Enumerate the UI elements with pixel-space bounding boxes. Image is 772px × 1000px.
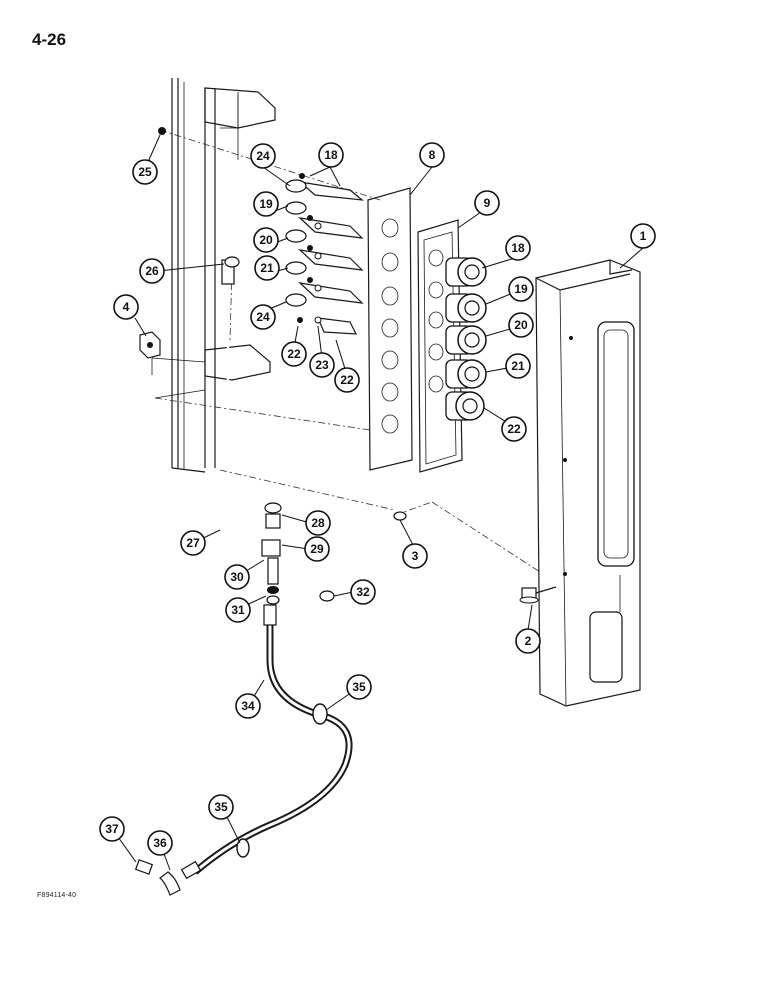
callout-label: 8 bbox=[429, 148, 436, 162]
callout-label: 32 bbox=[356, 585, 370, 599]
callout-22-left: 22 bbox=[281, 341, 307, 367]
callout-label: 26 bbox=[145, 264, 159, 278]
callout-21-right: 21 bbox=[505, 353, 531, 379]
callout-30: 30 bbox=[224, 564, 250, 590]
callout-label: 18 bbox=[324, 148, 338, 162]
frame-upright bbox=[151, 78, 276, 473]
nut-25 bbox=[158, 127, 166, 135]
lower-hose bbox=[134, 604, 353, 896]
callout-label: 22 bbox=[340, 373, 354, 387]
page-number: 4-26 bbox=[32, 30, 67, 49]
callout-label: 22 bbox=[507, 422, 521, 436]
callout-35-lower: 35 bbox=[208, 794, 234, 820]
callout-label: 35 bbox=[214, 800, 228, 814]
callout-label: 28 bbox=[311, 516, 325, 530]
callout-label: 22 bbox=[287, 347, 301, 361]
callout-label: 19 bbox=[514, 282, 528, 296]
callout-25: 25 bbox=[132, 159, 158, 185]
callout-21-left: 21 bbox=[254, 255, 280, 281]
callout-label: 25 bbox=[138, 165, 152, 179]
callout-label: 1 bbox=[640, 229, 647, 243]
callout-18-right: 18 bbox=[505, 235, 531, 261]
callout-27: 27 bbox=[180, 530, 206, 556]
mounting-brackets bbox=[298, 181, 364, 335]
callout-2: 2 bbox=[515, 628, 541, 654]
callout-label: 18 bbox=[511, 241, 525, 255]
callout-20-right: 20 bbox=[508, 312, 534, 338]
callout-label: 3 bbox=[412, 549, 419, 563]
callout-label: 34 bbox=[241, 699, 255, 713]
callout-19-right: 19 bbox=[508, 276, 534, 302]
left-couplers bbox=[285, 173, 322, 324]
callout-label: 21 bbox=[260, 261, 274, 275]
callout-23: 23 bbox=[309, 352, 335, 378]
callout-label: 36 bbox=[153, 836, 167, 850]
callout-24-bottom: 24 bbox=[250, 304, 276, 330]
callout-24-top: 24 bbox=[250, 143, 276, 169]
callout-22-right: 22 bbox=[501, 416, 527, 442]
callout-31: 31 bbox=[225, 597, 251, 623]
callout-18-top: 18 bbox=[318, 142, 344, 168]
callout-1: 1 bbox=[630, 223, 656, 249]
quick-couplers bbox=[445, 257, 487, 421]
callout-label: 19 bbox=[259, 197, 273, 211]
callout-26: 26 bbox=[139, 258, 165, 284]
callout-label: 24 bbox=[256, 149, 270, 163]
callout-label: 35 bbox=[352, 680, 366, 694]
callout-label: 23 bbox=[315, 358, 329, 372]
leader-lines bbox=[112, 134, 644, 871]
callout-label: 37 bbox=[105, 822, 119, 836]
callout-22-mid: 22 bbox=[334, 367, 360, 393]
callout-label: 29 bbox=[310, 542, 324, 556]
callout-9: 9 bbox=[474, 190, 500, 216]
figure-code: F894114-40 bbox=[37, 892, 77, 899]
panel-9 bbox=[417, 219, 463, 473]
callout-37: 37 bbox=[99, 816, 125, 842]
callout-label: 30 bbox=[230, 570, 244, 584]
callout-34: 34 bbox=[235, 693, 261, 719]
panel-8 bbox=[367, 187, 413, 471]
callout-label: 31 bbox=[231, 603, 245, 617]
fitting-stack bbox=[261, 502, 407, 605]
callout-35-upper: 35 bbox=[346, 674, 372, 700]
callout-36: 36 bbox=[147, 830, 173, 856]
callout-label: 4 bbox=[123, 300, 130, 314]
callout-label: 20 bbox=[514, 318, 528, 332]
callout-20-left: 20 bbox=[253, 227, 279, 253]
bolt-2 bbox=[519, 586, 557, 604]
callout-29: 29 bbox=[304, 536, 330, 562]
callout-label: 21 bbox=[511, 359, 525, 373]
callout-28: 28 bbox=[305, 510, 331, 536]
cover-1 bbox=[535, 259, 641, 707]
callout-label: 20 bbox=[259, 233, 273, 247]
callout-3: 3 bbox=[402, 543, 428, 569]
upper-hose bbox=[221, 256, 259, 547]
callout-label: 27 bbox=[186, 536, 200, 550]
clip-part bbox=[139, 331, 161, 359]
callout-4: 4 bbox=[113, 294, 139, 320]
callout-32: 32 bbox=[350, 579, 376, 605]
callout-19-left: 19 bbox=[253, 191, 279, 217]
callout-label: 9 bbox=[484, 196, 491, 210]
callout-8: 8 bbox=[419, 142, 445, 168]
callout-label: 24 bbox=[256, 310, 270, 324]
callout-label: 2 bbox=[525, 634, 532, 648]
